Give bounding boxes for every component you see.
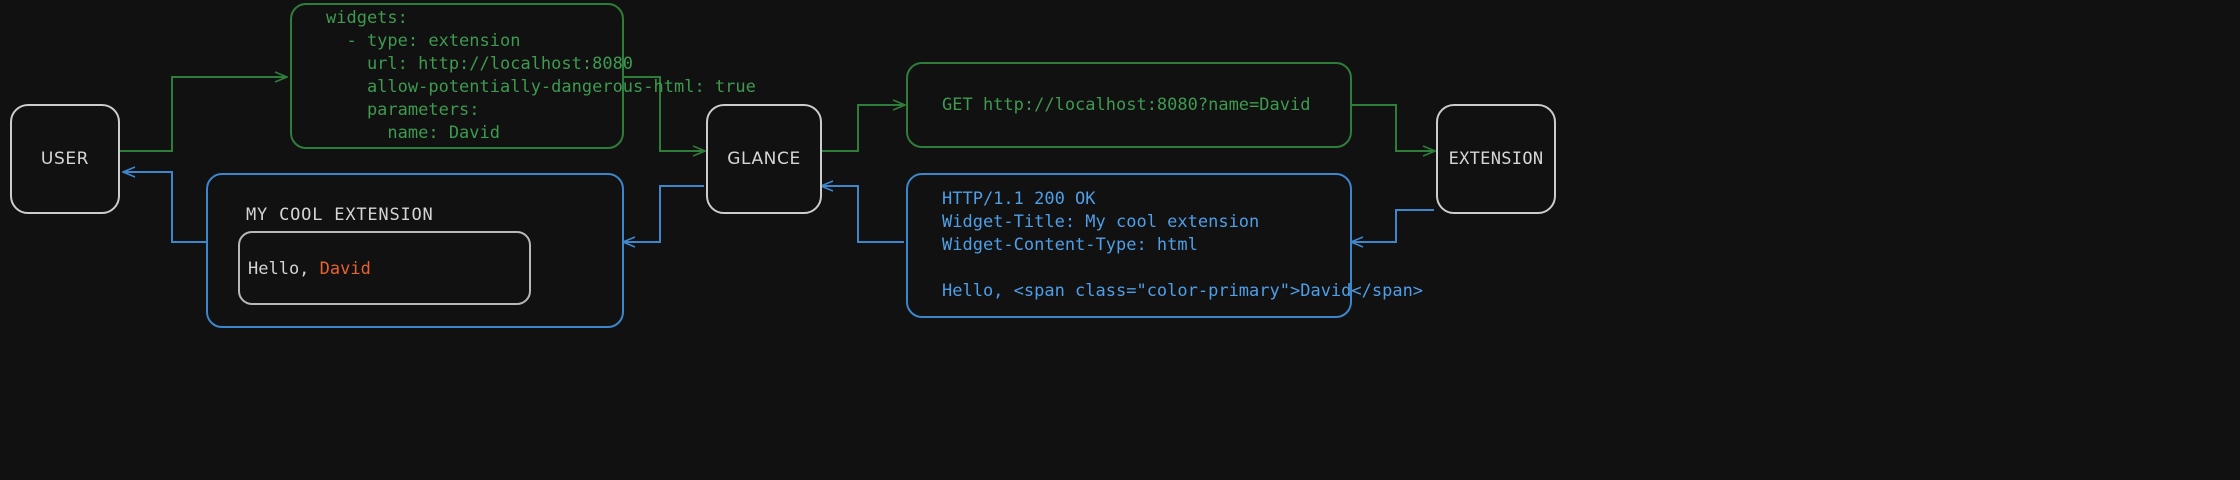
widget-body-greeting: Hello, xyxy=(248,259,320,279)
box-http-request[interactable]: GET http://localhost:8080?name=David xyxy=(906,62,1352,148)
http-response-code: HTTP/1.1 200 OK Widget-Title: My cool ex… xyxy=(942,189,1424,301)
config-yaml-code: widgets: - type: extension url: http://l… xyxy=(326,8,756,143)
edge-glance-to-widget xyxy=(624,185,704,242)
node-user-label: USER xyxy=(40,149,90,169)
widget-card-body: Hello, David xyxy=(248,259,371,279)
node-glance-label: GLANCE xyxy=(727,149,801,169)
node-glance[interactable]: GLANCE xyxy=(706,104,822,214)
http-request-code: GET http://localhost:8080?name=David xyxy=(942,94,1311,115)
edge-request-to-extension xyxy=(1352,104,1434,151)
edge-response-to-glance xyxy=(822,186,904,243)
edge-glance-to-request xyxy=(822,105,904,152)
widget-card-frame xyxy=(238,231,531,305)
widget-body-name: David xyxy=(319,259,371,279)
node-extension-label: EXTENSION xyxy=(1448,149,1544,169)
box-rendered-widget[interactable]: MY COOL EXTENSION Hello, David xyxy=(206,173,624,328)
box-config-yaml[interactable]: widgets: - type: extension url: http://l… xyxy=(290,3,756,149)
edge-user-to-config xyxy=(120,77,286,152)
node-extension[interactable]: EXTENSION xyxy=(1436,104,1556,214)
node-user[interactable]: USER xyxy=(10,104,120,214)
widget-card-title: MY COOL EXTENSION xyxy=(246,205,434,225)
box-http-response[interactable]: HTTP/1.1 200 OK Widget-Title: My cool ex… xyxy=(906,173,1423,318)
